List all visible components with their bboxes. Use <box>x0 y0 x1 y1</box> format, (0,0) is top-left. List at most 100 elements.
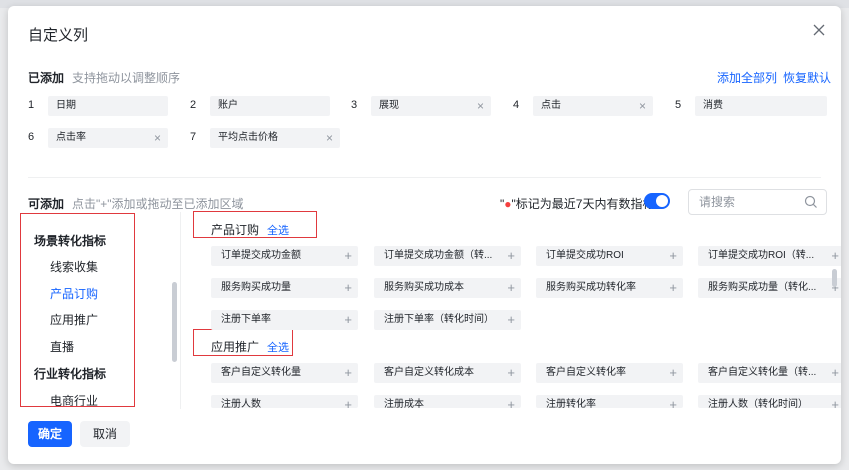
add-metric-icon[interactable]: + <box>669 365 677 380</box>
metric-label: 服务购买成功量（转化... <box>708 282 817 293</box>
metric-label: 客户自定义转化率 <box>546 367 626 378</box>
metric-label: 注册成本 <box>384 399 424 408</box>
category-lead-collection[interactable]: 线索收集 <box>50 260 99 274</box>
added-column-chip[interactable]: 平均点击价格 × <box>210 128 340 148</box>
metric-chip[interactable]: 服务购买成功量+ <box>211 278 358 298</box>
category-ecommerce[interactable]: 电商行业 <box>50 394 99 408</box>
metric-label: 注册人数 <box>221 399 261 408</box>
recent-data-toggle[interactable] <box>644 193 670 209</box>
sidebar-highlight-box <box>20 213 135 407</box>
added-column-chip[interactable]: 日期 <box>48 96 168 116</box>
select-all-product-order[interactable]: 全选 <box>267 225 290 237</box>
add-metric-icon[interactable]: + <box>507 365 515 380</box>
metric-chip[interactable]: 服务购买成功量（转化... + <box>698 278 841 298</box>
metric-label: 客户自定义转化成本 <box>384 367 474 378</box>
metric-chip[interactable]: 注册下单率 + <box>211 310 358 330</box>
main-scrollbar[interactable] <box>832 269 837 287</box>
metric-chip[interactable]: 注册人数（转化时间）+ <box>698 395 841 408</box>
metric-chip[interactable]: 注册下单率（转化时间） + <box>374 310 521 330</box>
category-head-scene[interactable]: 场景转化指标 <box>34 234 107 248</box>
metric-label: 注册下单率 <box>221 314 271 325</box>
added-column-index: 3 <box>351 99 358 111</box>
metric-chip[interactable]: 客户自定义转化成本 + <box>374 363 521 383</box>
available-section-label: 可添加 <box>28 197 65 211</box>
restore-default-link[interactable]: 恢复默认 <box>783 71 832 85</box>
add-metric-icon[interactable]: + <box>669 248 677 263</box>
add-metric-icon[interactable]: + <box>344 280 352 295</box>
metric-label: 客户自定义转化量 <box>221 367 301 378</box>
metric-chip[interactable]: 服务购买成功转化率+ <box>536 278 683 298</box>
metric-chip[interactable]: 注册成本 + <box>374 395 521 408</box>
metric-chip[interactable]: 订单提交成功ROI（转...+ <box>698 246 841 266</box>
group-title-text: 应用推广 <box>211 340 260 354</box>
metric-chip[interactable]: 服务购买成功成本 + <box>374 278 521 298</box>
add-metric-icon[interactable]: + <box>344 365 352 380</box>
metric-label: 服务购买成功成本 <box>384 282 464 293</box>
added-column-chip[interactable]: 账户 <box>210 96 330 116</box>
metric-chip[interactable]: 注册转化率 + <box>536 395 683 408</box>
add-metric-icon[interactable]: + <box>507 397 515 408</box>
metric-chip[interactable]: 客户自定义转化率 + <box>536 363 683 383</box>
added-column-index: 5 <box>675 99 682 111</box>
add-metric-icon[interactable]: + <box>831 397 839 408</box>
dialog-title: 自定义列 <box>28 27 89 44</box>
add-metric-icon[interactable]: + <box>344 312 352 327</box>
select-all-app-promotion[interactable]: 全选 <box>267 342 290 354</box>
panel-separator <box>180 212 181 409</box>
metric-label: 注册下单率（转化时间） <box>384 314 494 325</box>
category-product-order[interactable]: 产品订购 <box>50 287 99 301</box>
metric-chip[interactable]: 客户自定义转化量 + <box>211 363 358 383</box>
search-input[interactable]: 请搜索 <box>688 189 827 215</box>
confirm-button[interactable]: 确定 <box>28 421 72 447</box>
added-column-label: 展现 <box>379 100 399 111</box>
add-metric-icon[interactable]: + <box>669 280 677 295</box>
add-metric-icon[interactable]: + <box>831 280 839 295</box>
metric-chip[interactable]: 订单提交成功金额+ <box>211 246 358 266</box>
added-column-label: 平均点击价格 <box>218 132 278 143</box>
added-column-item[interactable]: 5 消费 <box>675 96 827 116</box>
search-placeholder: 请搜索 <box>699 195 736 209</box>
add-metric-icon[interactable]: + <box>831 365 839 380</box>
available-section-hint: 点击"+"添加或拖动至已添加区域 <box>72 197 244 211</box>
metric-label: 客户自定义转化量（转... <box>708 367 817 378</box>
added-column-item[interactable]: 3 展现 × <box>351 96 491 116</box>
add-metric-icon[interactable]: + <box>507 312 515 327</box>
metric-chip[interactable]: 注册人数 + <box>211 395 358 408</box>
cancel-button[interactable]: 取消 <box>80 421 130 447</box>
remove-column-icon[interactable]: × <box>476 99 484 113</box>
added-section-label: 已添加 <box>28 71 65 85</box>
added-column-item[interactable]: 6 点击率× <box>28 128 168 148</box>
metric-chip[interactable]: 订单提交成功金额（转... + <box>374 246 521 266</box>
add-metric-icon[interactable]: + <box>344 248 352 263</box>
metric-chip[interactable]: 客户自定义转化量（转... + <box>698 363 841 383</box>
added-column-index: 6 <box>28 131 35 143</box>
added-column-chip[interactable]: 点击率× <box>48 128 168 148</box>
added-column-chip[interactable]: 点击× <box>533 96 653 116</box>
add-all-columns-link[interactable]: 添加全部列 <box>717 71 778 85</box>
sidebar-scrollbar[interactable] <box>172 282 177 362</box>
remove-column-icon[interactable]: × <box>325 131 333 145</box>
category-app-promotion[interactable]: 应用推广 <box>50 313 99 327</box>
group-highlight-box-1 <box>193 211 317 238</box>
add-metric-icon[interactable]: + <box>507 248 515 263</box>
add-metric-icon[interactable]: + <box>507 280 515 295</box>
metric-label: 订单提交成功金额（转... <box>384 250 493 261</box>
remove-column-icon[interactable]: × <box>153 131 161 145</box>
add-metric-icon[interactable]: + <box>831 248 839 263</box>
add-metric-icon[interactable]: + <box>669 397 677 408</box>
added-column-chip[interactable]: 消费 <box>695 96 827 116</box>
remove-column-icon[interactable]: × <box>638 99 646 113</box>
close-icon[interactable] <box>811 22 827 38</box>
group-highlight-box-2 <box>193 329 293 356</box>
metric-chip[interactable]: 订单提交成功ROI+ <box>536 246 683 266</box>
add-metric-icon[interactable]: + <box>344 397 352 408</box>
category-head-industry[interactable]: 行业转化指标 <box>34 367 107 381</box>
metric-label: 注册转化率 <box>546 399 596 408</box>
category-live-stream[interactable]: 直播 <box>50 340 75 354</box>
added-column-chip[interactable]: 展现 × <box>371 96 491 116</box>
